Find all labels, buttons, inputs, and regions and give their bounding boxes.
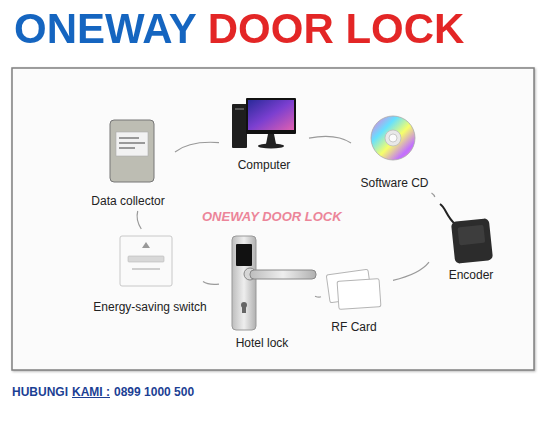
node-label: Encoder — [447, 268, 496, 282]
contact-word: KAMI : — [72, 385, 110, 399]
device-node: RF Card — [318, 266, 390, 334]
cycle-connector — [432, 193, 435, 197]
device-node: Computer — [222, 94, 306, 172]
energy-switch-icon — [120, 236, 172, 286]
watermark: ONEWAY DOOR LOCK — [202, 209, 342, 224]
device-node: Hotel lock — [206, 232, 318, 350]
encoder-icon — [440, 204, 493, 264]
cycle-connector — [315, 296, 321, 298]
node-label: Hotel lock — [234, 336, 291, 350]
phone-number: 0899 1000 500 — [114, 385, 194, 399]
hotel-lock-icon — [232, 236, 316, 330]
cycle-connector — [137, 211, 141, 229]
node-label: Software CD — [358, 176, 430, 190]
cd-icon — [371, 116, 415, 160]
device-node: Energy-saving switch — [84, 232, 216, 314]
data-collector-icon — [110, 120, 154, 182]
node-label: RF Card — [329, 320, 378, 334]
device-node: Data collector — [84, 116, 172, 208]
device-node: Software CD — [354, 106, 435, 190]
computer-icon — [232, 98, 296, 149]
title: ONEWAY DOOR LOCK — [14, 3, 464, 55]
rf-card-icon — [326, 269, 381, 309]
cycle-connector — [309, 136, 351, 143]
contact-line: HUBUNGI KAMI : 0899 1000 500 — [12, 385, 194, 399]
cycle-connector — [175, 142, 219, 152]
contact-prefix: HUBUNGI — [12, 385, 68, 399]
cycle-connector — [393, 262, 429, 280]
frame-border — [12, 68, 534, 370]
node-label: Energy-saving switch — [91, 300, 208, 314]
device-node: Encoder — [432, 200, 510, 282]
cycle-connector — [203, 282, 219, 285]
node-label: Data collector — [89, 194, 166, 208]
node-label: Computer — [236, 158, 293, 172]
